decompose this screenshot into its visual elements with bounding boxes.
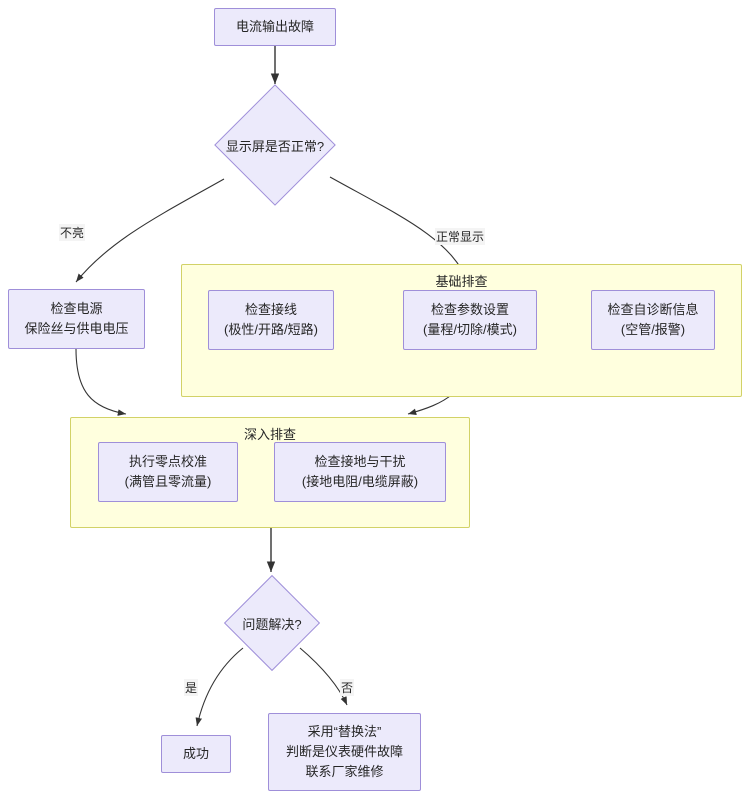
node-display-check[interactable]: 显示屏是否正常? bbox=[196, 84, 354, 206]
node-param-check-line2: (量程/切除/模式) bbox=[423, 322, 517, 337]
node-ground-check[interactable]: 检查接地与干扰 (接地电阻/电缆屏蔽) bbox=[274, 442, 446, 502]
node-resolved[interactable]: 问题解决? bbox=[213, 574, 331, 672]
node-replace-method-line3: 联系厂家维修 bbox=[305, 764, 384, 780]
node-power-check[interactable]: 检查电源 保险丝与供电电压 bbox=[8, 289, 145, 349]
node-success-label: 成功 bbox=[182, 745, 209, 761]
node-replace-method[interactable]: 采用“替换法” 判断是仪表硬件故障 联系厂家维修 bbox=[268, 713, 421, 791]
node-zero-calibration-line2: (满管且零流量) bbox=[124, 474, 212, 489]
edge-label-no: 否 bbox=[340, 679, 355, 696]
node-start-label: 电流输出故障 bbox=[235, 18, 314, 34]
node-selfdiag-check[interactable]: 检查自诊断信息 (空管/报警) bbox=[591, 290, 715, 350]
subgraph-basic-title: 基础排查 bbox=[435, 274, 488, 289]
edge-label-not-lit: 不亮 bbox=[59, 224, 86, 241]
edge-power-check-to-deep-subgraph bbox=[75, 348, 127, 416]
edge-label-yes: 是 bbox=[184, 679, 199, 696]
node-replace-method-line1: 采用“替换法” bbox=[307, 723, 382, 739]
node-replace-method-line2: 判断是仪表硬件故障 bbox=[285, 743, 403, 759]
node-wiring-check[interactable]: 检查接线 (极性/开路/短路) bbox=[208, 290, 334, 350]
node-param-check-line1: 检查参数设置 bbox=[430, 301, 509, 317]
node-power-check-line2: 保险丝与供电电压 bbox=[24, 321, 129, 336]
node-zero-calibration-line1: 执行零点校准 bbox=[128, 453, 207, 469]
node-success[interactable]: 成功 bbox=[161, 735, 231, 773]
node-selfdiag-check-line2: (空管/报警) bbox=[620, 322, 686, 337]
node-display-check-label: 显示屏是否正常? bbox=[225, 138, 325, 154]
node-resolved-label: 问题解决? bbox=[242, 616, 302, 632]
node-selfdiag-check-line1: 检查自诊断信息 bbox=[607, 301, 699, 317]
node-power-check-line1: 检查电源 bbox=[50, 300, 103, 316]
node-ground-check-line2: (接地电阻/电缆屏蔽) bbox=[301, 474, 419, 489]
node-param-check[interactable]: 检查参数设置 (量程/切除/模式) bbox=[403, 290, 537, 350]
edge-label-normal-display: 正常显示 bbox=[435, 228, 486, 245]
subgraph-deep-title: 深入排查 bbox=[243, 427, 296, 442]
node-start[interactable]: 电流输出故障 bbox=[214, 8, 336, 46]
node-wiring-check-line2: (极性/开路/短路) bbox=[224, 322, 318, 337]
node-ground-check-line1: 检查接地与干扰 bbox=[314, 453, 406, 469]
node-zero-calibration[interactable]: 执行零点校准 (满管且零流量) bbox=[98, 442, 238, 502]
node-wiring-check-line1: 检查接线 bbox=[244, 301, 297, 317]
